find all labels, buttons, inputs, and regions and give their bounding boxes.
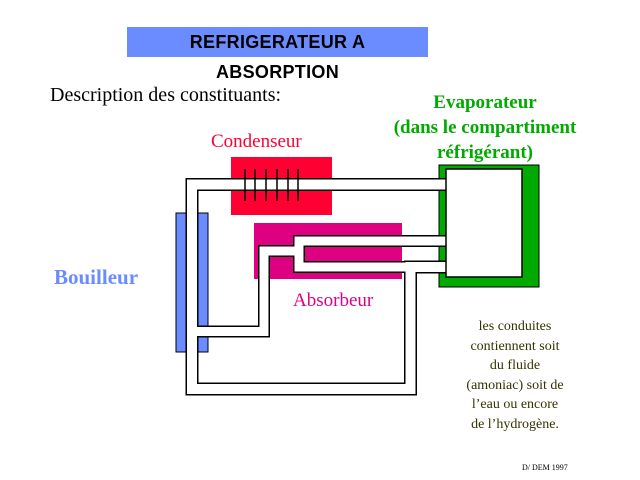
condenseur-fins (244, 169, 299, 201)
pipes (185, 178, 446, 396)
note: les conduites contiennent soit du fluide… (440, 317, 590, 434)
evaporateur-label-line: réfrigérant) (437, 142, 533, 163)
note-line: les conduites (478, 319, 552, 334)
note-line: du fluide (489, 358, 541, 373)
credit: D/ DEM 1997 (522, 463, 568, 472)
evaporateur-label-line: Evaporateur (433, 92, 537, 113)
note-line: (amoniac) soit de (466, 377, 564, 393)
evaporateur-label: Evaporateur (dans le compartiment réfrig… (380, 90, 590, 165)
condenseur-label: Condenseur (211, 131, 302, 152)
subtitle: Description des constituants: (50, 84, 282, 106)
slide-title: REFRIGERATEUR A ABSORPTION (127, 27, 428, 82)
evaporateur-chamber (445, 168, 523, 278)
absorbeur-label: Absorbeur (293, 290, 374, 311)
note-line: l’eau ou encore (471, 397, 559, 412)
evaporateur-label-line: (dans le compartiment (393, 117, 577, 138)
note-line: de l’hydrogène. (471, 416, 559, 432)
bouilleur-label: Bouilleur (54, 265, 139, 289)
note-line: contiennent soit (470, 338, 560, 354)
